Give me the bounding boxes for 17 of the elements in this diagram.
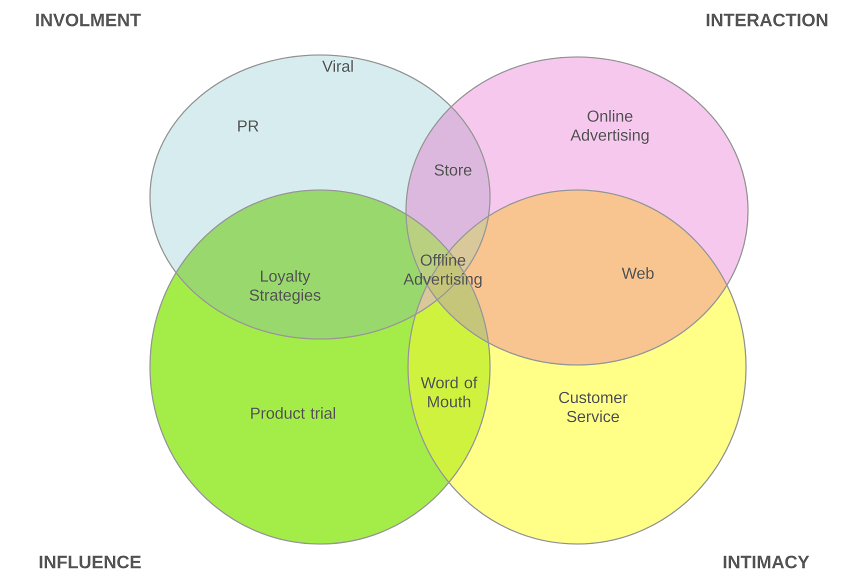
heading: INVOLMENT: [36, 14, 141, 26]
region-label: Product trial: [251, 407, 336, 419]
region-label: Viral: [322, 60, 353, 72]
heading: INTIMACY: [724, 556, 810, 568]
region-label: Loyalty Strategies: [250, 270, 320, 304]
region-label: Store: [434, 164, 472, 176]
heading: INTERACTION: [706, 14, 828, 26]
region-label: Web: [622, 267, 654, 279]
region-label: Online Advertising: [570, 110, 649, 144]
venn-circle: [149, 54, 491, 340]
heading: INFLUENCE: [40, 556, 141, 568]
region-label: Customer Service: [559, 392, 628, 422]
region-label: PR: [238, 120, 258, 132]
region-label: Word of Mouth: [420, 376, 478, 408]
venn-circle: [149, 189, 491, 545]
region-label: Offline Advertising: [403, 254, 482, 288]
venn-circle: [405, 56, 749, 366]
